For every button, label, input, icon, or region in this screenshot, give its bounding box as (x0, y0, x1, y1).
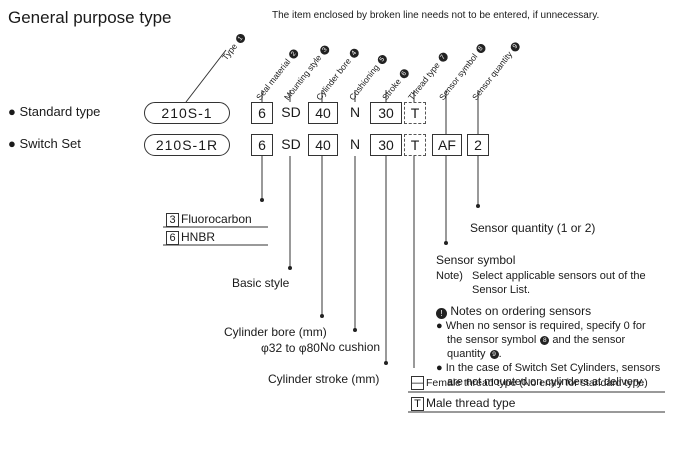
no-cushion-label: No cushion (320, 340, 381, 354)
notes-bullet1-line2: the sensor symbol 8 and the sensor (447, 334, 626, 346)
cushion-switch-set: N (349, 136, 361, 152)
notes-bullet1-line1: ● When no sensor is required, specify 0 … (436, 320, 646, 332)
row-label-switch-set: ● Switch Set (8, 136, 81, 151)
mount-standard: SD (281, 104, 301, 120)
bore-switch-set: 40 (308, 134, 338, 156)
bore-desc-line2: φ32 to φ80 (261, 341, 320, 355)
thread-standard: T (404, 102, 426, 124)
notes-bullet1-line3: quantity 9. (447, 348, 502, 360)
notes-bullet2-line2: are not mounted on cylinders at delivery… (447, 376, 645, 388)
stroke-desc: Cylinder stroke (mm) (268, 372, 380, 386)
model-switch-set: 210S-1R (144, 134, 230, 156)
sensor-symbol-note-line2: Sensor List. (472, 284, 531, 296)
page-title: General purpose type (8, 8, 172, 27)
row-label-standard: ● Standard type (8, 104, 101, 119)
bore-standard: 40 (308, 102, 338, 124)
sensor-symbol-note-line1: Select applicable sensors out of the (472, 270, 646, 282)
cushion-standard: N (349, 104, 361, 120)
stroke-standard: 30 (370, 102, 402, 124)
model-standard: 210S-1 (144, 102, 230, 124)
basic-style-label: Basic style (232, 276, 290, 290)
alert-icon: ! (436, 308, 447, 319)
sensor-symbol-switch-set: AF (432, 134, 462, 156)
thread-switch-set: T (404, 134, 426, 156)
dashed-note: The item enclosed by broken line needs n… (272, 10, 600, 21)
bore-desc-line1: Cylinder bore (mm) (224, 325, 327, 339)
seal-switch-set: 6 (251, 134, 273, 156)
sensor-symbol-title: Sensor symbol (436, 253, 516, 267)
sensor-symbol-note-prefix: Note) (436, 270, 463, 282)
sensor-quantity-desc: Sensor quantity (1 or 2) (470, 221, 596, 235)
notes-bullet2-line1: ● In the case of Switch Set Cylinders, s… (436, 362, 661, 374)
seal-standard: 6 (251, 102, 273, 124)
notes-heading: ! Notes on ordering sensors (436, 304, 591, 319)
stroke-switch-set: 30 (370, 134, 402, 156)
thread-option-female: —Female thread type (No entry for standa… (411, 376, 648, 390)
mount-switch-set: SD (281, 136, 301, 152)
sensor-qty-switch-set: 2 (467, 134, 489, 156)
